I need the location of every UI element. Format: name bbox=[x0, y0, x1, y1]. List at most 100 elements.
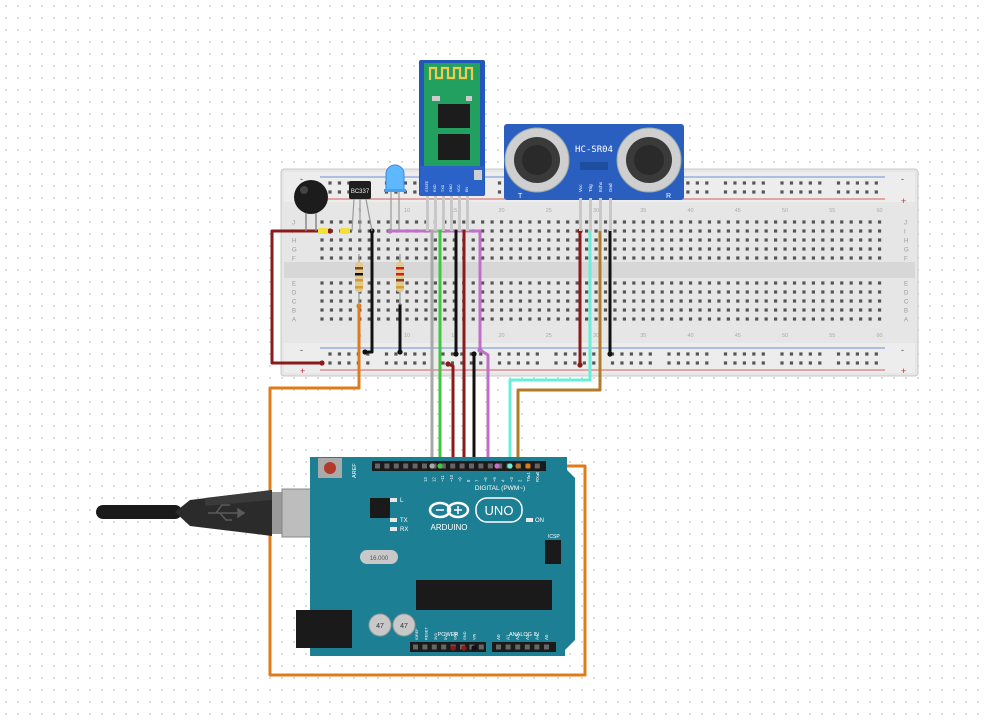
capacitor-2-label: 47 bbox=[400, 623, 408, 630]
row-letter: G bbox=[904, 248, 909, 254]
bt-pin-label: VCC bbox=[457, 184, 461, 192]
rail-minus-bottom-right: - bbox=[901, 345, 904, 355]
row-letter: F bbox=[292, 257, 296, 263]
digital-pin-label: ~3 bbox=[509, 477, 514, 482]
digital-pin-label: 8 bbox=[466, 479, 471, 482]
rail-minus-bottom-left: - bbox=[300, 345, 303, 355]
column-number: 60 bbox=[876, 333, 882, 339]
row-letter: C bbox=[292, 300, 297, 306]
wire-brown-echo[interactable] bbox=[516, 229, 602, 468]
digital-pin-label: 7 bbox=[475, 479, 480, 482]
power-header-label: POWER bbox=[438, 632, 459, 638]
rail-plus-bottom-right: + bbox=[901, 366, 906, 376]
digital-pin-label: ~10 bbox=[449, 474, 454, 482]
wire-cyan-trig[interactable] bbox=[508, 229, 592, 468]
row-letter: D bbox=[904, 291, 909, 297]
power-pin-label: IOREF bbox=[415, 628, 419, 640]
column-number: 35 bbox=[640, 333, 646, 339]
row-letter: J bbox=[292, 221, 295, 227]
row-letter: E bbox=[904, 282, 908, 288]
row-letter: H bbox=[904, 239, 908, 245]
bt-pin-label: GND bbox=[449, 184, 453, 192]
digital-pin-label: 13 bbox=[423, 477, 428, 482]
bt-pin-label: RXD bbox=[433, 184, 437, 192]
column-number: 15 bbox=[451, 333, 457, 339]
analog-pin-label: A2 bbox=[515, 634, 520, 640]
column-number: 10 bbox=[404, 208, 410, 214]
sr04-model-label: HC-SR04 bbox=[575, 145, 613, 155]
column-number: 20 bbox=[498, 333, 504, 339]
reset-button[interactable] bbox=[324, 462, 336, 474]
analog-pin-label: A3 bbox=[525, 634, 530, 640]
analog-header-label: ANALOG IN bbox=[509, 632, 539, 638]
row-letter: J bbox=[904, 221, 907, 227]
atmega-chip bbox=[416, 580, 552, 610]
arduino-wire-ends bbox=[429, 463, 531, 651]
on-label: ON bbox=[535, 518, 544, 524]
column-number: 25 bbox=[546, 333, 552, 339]
row-letter: F bbox=[904, 257, 908, 263]
column-number: 10 bbox=[404, 333, 410, 339]
power-pin-label: GND bbox=[463, 631, 467, 640]
wire-orange-pin2[interactable] bbox=[268, 304, 587, 677]
transistor-label: BC337 bbox=[351, 189, 370, 195]
tx-label: TX bbox=[400, 518, 408, 524]
row-letter: B bbox=[292, 309, 296, 315]
column-number: 45 bbox=[735, 208, 741, 214]
arduino-brand: ARDUINO bbox=[431, 523, 468, 532]
resistor-2[interactable] bbox=[396, 254, 404, 305]
row-letter: H bbox=[292, 239, 296, 245]
column-number: 15 bbox=[451, 208, 457, 214]
power-pin-label: GND bbox=[453, 631, 457, 640]
bt-pin-label: TXD bbox=[441, 184, 445, 192]
digital-pin-label: 4 bbox=[500, 479, 505, 482]
rail-minus-top-right: - bbox=[901, 174, 904, 184]
digital-pin-label: RX◂0 bbox=[535, 471, 540, 482]
usb-icon bbox=[208, 504, 246, 521]
sr04-t-label: T bbox=[518, 193, 523, 200]
bt-pin-label: EN bbox=[465, 187, 469, 192]
aref-label: AREF bbox=[352, 463, 358, 478]
wire-red-left-loop[interactable] bbox=[270, 229, 332, 365]
column-number: 55 bbox=[829, 333, 835, 339]
column-number: 60 bbox=[876, 208, 882, 214]
column-number: 20 bbox=[498, 208, 504, 214]
digital-pin-label: ~11 bbox=[440, 475, 445, 482]
power-pin-label: RESET bbox=[425, 627, 429, 640]
digital-pin-label: ~6 bbox=[483, 477, 488, 482]
digital-pin-label: ~9 bbox=[457, 477, 462, 482]
power-pin-label: VIN bbox=[473, 633, 477, 640]
sr04-pin-label: Gnd bbox=[608, 183, 613, 192]
rail-plus-bottom-left: + bbox=[300, 366, 305, 376]
analog-pin-label: A5 bbox=[544, 634, 549, 640]
usb-cable[interactable] bbox=[96, 488, 321, 538]
power-pin-label: 5V bbox=[444, 635, 448, 640]
buzzer[interactable] bbox=[294, 180, 328, 231]
column-number: 50 bbox=[782, 333, 788, 339]
sr04-r-label: R bbox=[666, 193, 671, 200]
row-letter: D bbox=[292, 291, 297, 297]
rx-label: RX bbox=[400, 527, 408, 533]
row-letter: B bbox=[904, 309, 908, 315]
transistor[interactable]: BC337 bbox=[349, 181, 373, 232]
yellow-jumpers bbox=[318, 228, 350, 234]
row-letter: A bbox=[904, 318, 908, 324]
rail-plus-top-right: + bbox=[901, 196, 906, 206]
arduino-model: UNO bbox=[485, 503, 514, 518]
column-number: 30 bbox=[593, 208, 599, 214]
crystal-label: 16.000 bbox=[370, 556, 389, 562]
column-number: 55 bbox=[829, 208, 835, 214]
analog-pin-label: A0 bbox=[496, 634, 501, 640]
blue-led[interactable] bbox=[384, 164, 406, 231]
icsp-label: ICSP bbox=[548, 534, 560, 540]
resistor-1[interactable] bbox=[355, 254, 363, 306]
bt-pin-label: STATE bbox=[425, 180, 429, 192]
bluetooth-module[interactable]: STATE RXD TXD GND VCC EN bbox=[419, 60, 485, 231]
